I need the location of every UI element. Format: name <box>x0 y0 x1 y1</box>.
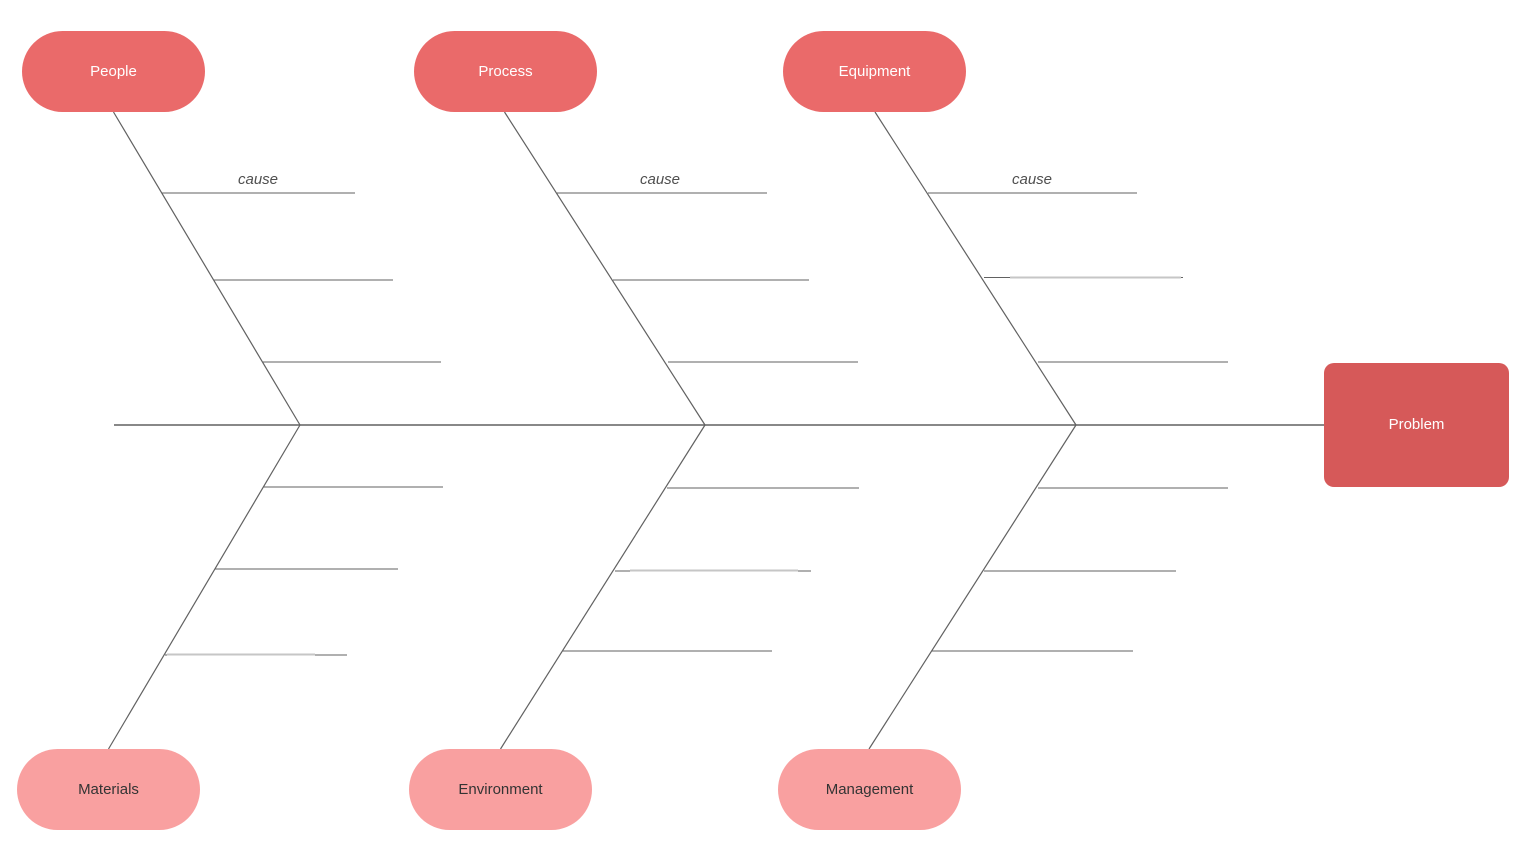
category-label-management: Management <box>825 780 914 798</box>
category-label-people: People <box>90 62 137 80</box>
category-bone-line-3 <box>107 424 301 750</box>
problem-node[interactable]: Problem <box>1324 363 1509 487</box>
category-label-environment: Environment <box>458 780 543 798</box>
category-node-environment[interactable]: Environment <box>409 749 592 830</box>
cause-annotation-process: cause <box>639 171 681 188</box>
category-node-process[interactable]: Process <box>414 31 597 112</box>
category-node-people[interactable]: People <box>22 31 205 112</box>
category-node-management[interactable]: Management <box>778 749 961 830</box>
category-node-equipment[interactable]: Equipment <box>783 31 966 112</box>
category-label-process: Process <box>478 62 533 80</box>
category-bone-line-5 <box>868 424 1077 750</box>
category-node-materials[interactable]: Materials <box>17 749 200 830</box>
category-label-materials: Materials <box>78 780 139 798</box>
category-bone-line-1 <box>503 111 706 426</box>
cause-annotation-people: cause <box>237 171 279 188</box>
category-label-equipment: Equipment <box>838 62 911 80</box>
category-bone-line-0 <box>112 111 301 426</box>
category-bone-line-4 <box>499 424 706 750</box>
problem-label: Problem <box>1388 416 1445 433</box>
category-bone-line-2 <box>874 111 1077 426</box>
cause-annotation-equipment: cause <box>1011 171 1053 188</box>
